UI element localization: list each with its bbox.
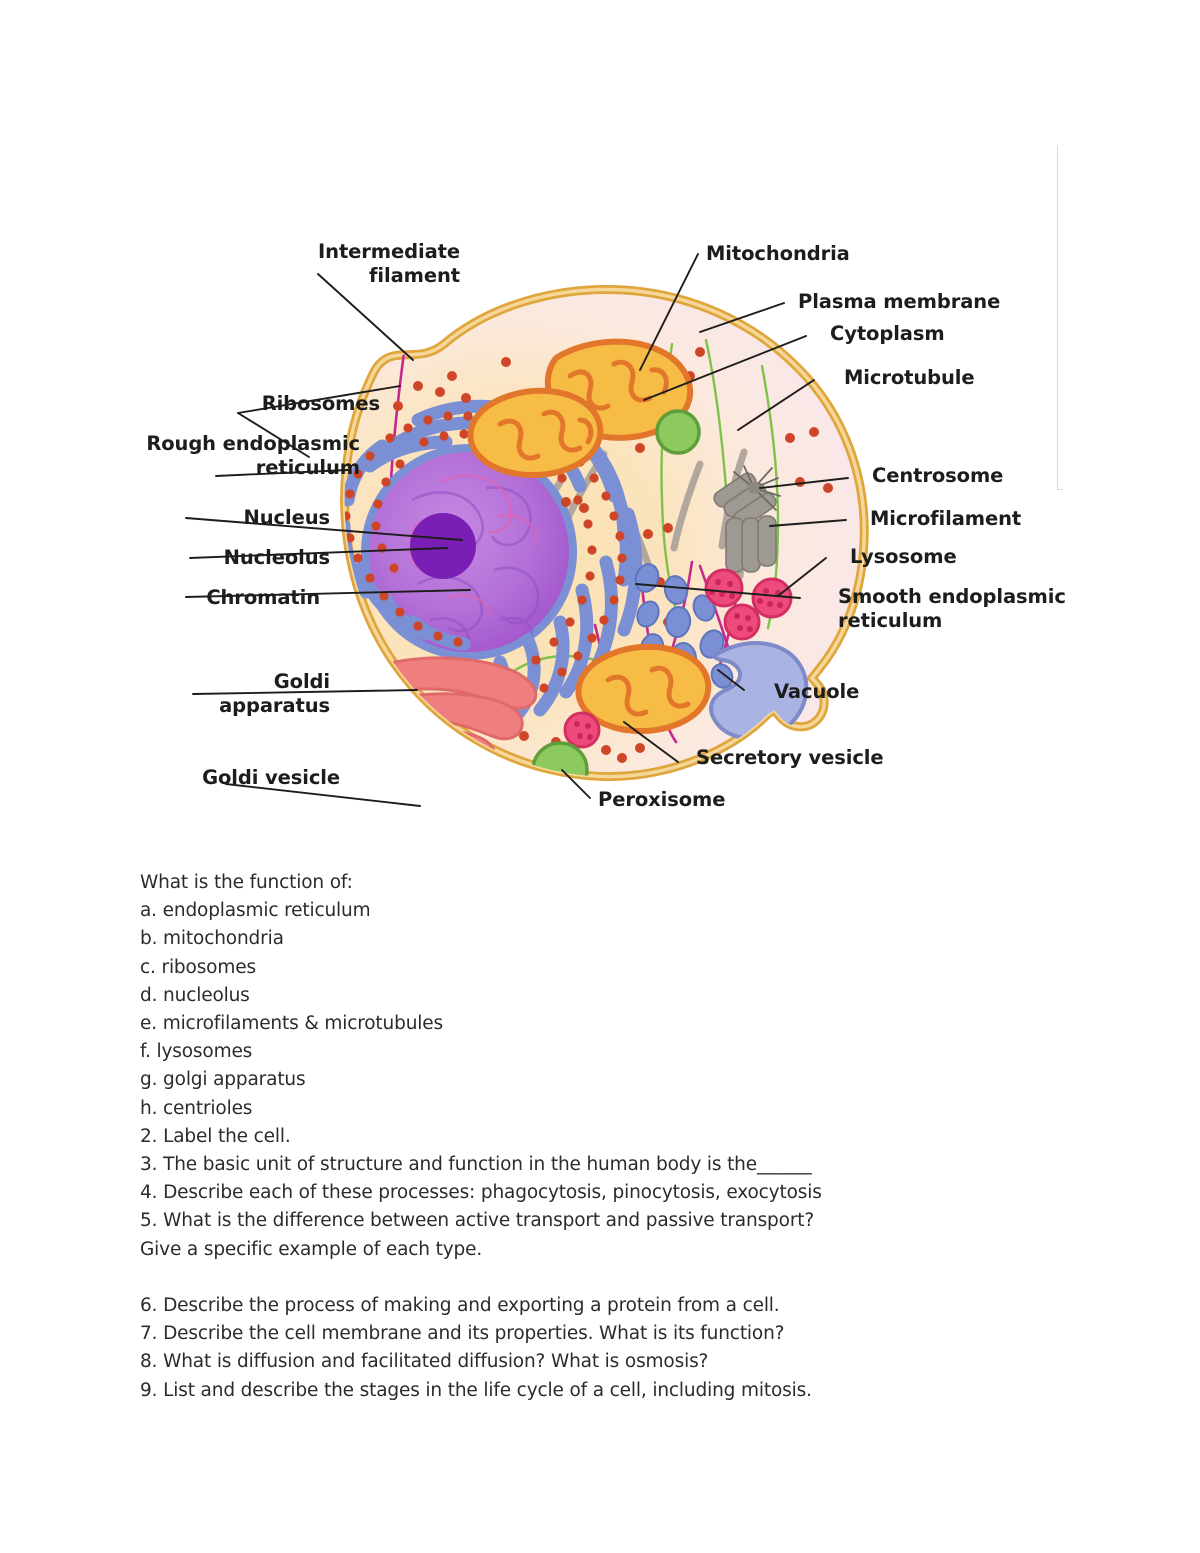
question-line: a. endoplasmic reticulum: [140, 900, 371, 922]
question-line: 2. Label the cell.: [140, 1125, 291, 1147]
vacuole-shape: [709, 641, 809, 741]
question-line: 5. What is the difference between active…: [140, 1210, 815, 1232]
peroxisome-shape-3: [655, 409, 701, 455]
peroxisome-shape-1: [482, 762, 534, 777]
animal-cell-figure: Intermediate filament Ribosomes Rough en…: [0, 170, 1100, 840]
lysosomes: [563, 568, 793, 749]
label-microtubule: Microtubule: [844, 366, 975, 389]
label-centrosome: Centrosome: [872, 464, 1004, 487]
question-line: d. nucleolus: [140, 984, 250, 1006]
centrosome: [713, 465, 781, 573]
question-line: 6. Describe the process of making and ex…: [140, 1295, 780, 1317]
question-line: Give a specific example of each type.: [140, 1238, 483, 1260]
leader-lines: [185, 253, 849, 807]
label-smooth-endoplasmic-reticulum: Smooth endoplasmic reticulum: [838, 585, 1066, 632]
chromatin-threads-pink: [408, 474, 538, 619]
label-secretory-vesicle: Secretory vesicle: [696, 746, 884, 769]
paragraph-gap: [140, 1264, 1040, 1292]
question-line: 9. List and describe the stages in the l…: [140, 1379, 812, 1401]
question-line: g. golgi apparatus: [140, 1069, 306, 1091]
question-line: c. ribosomes: [140, 956, 256, 978]
question-line: b. mitochondria: [140, 928, 284, 950]
label-lysosome: Lysosome: [850, 545, 957, 568]
label-mitochondria: Mitochondria: [706, 242, 850, 265]
questions-block: What is the function of: a. endoplasmic …: [140, 869, 1040, 1405]
label-vacuole: Vacuole: [774, 680, 860, 703]
label-goldi-apparatus: Goldi apparatus: [219, 670, 330, 717]
label-goldi-vesicle: Goldi vesicle: [202, 766, 340, 789]
label-nucleolus: Nucleolus: [223, 546, 330, 569]
question-line: What is the function of:: [140, 872, 353, 893]
label-microfilament: Microfilament: [870, 507, 1022, 530]
question-line: f. lysosomes: [140, 1041, 253, 1063]
label-peroxisome: Peroxisome: [598, 788, 726, 811]
question-line: 7. Describe the cell membrane and its pr…: [140, 1323, 785, 1345]
nucleus-shape: [361, 444, 577, 660]
label-intermediate-filament: Intermediate filament: [318, 240, 460, 287]
mitochondria-2: [467, 387, 604, 479]
nucleolus-shape: [410, 513, 476, 579]
question-line: 8. What is diffusion and facilitated dif…: [140, 1351, 709, 1373]
label-plasma-membrane: Plasma membrane: [798, 290, 1001, 313]
label-rough-endoplasmic-reticulum: Rough endoplasmic reticulum: [146, 432, 360, 479]
goldi-vesicle-shape: [407, 793, 441, 827]
mitochondria-3: [575, 643, 712, 735]
question-line: 4. Describe each of these processes: pha…: [140, 1182, 822, 1204]
page-border-rule: [1057, 145, 1063, 490]
question-line: 3. The basic unit of structure and funct…: [140, 1154, 812, 1176]
label-ribosomes: Ribosomes: [261, 392, 380, 415]
question-line: e. microfilaments & microtubules: [140, 1013, 443, 1035]
question-line: h. centrioles: [140, 1097, 253, 1119]
label-nucleus: Nucleus: [243, 506, 331, 529]
label-cytoplasm: Cytoplasm: [830, 322, 945, 345]
label-chromatin: Chromatin: [206, 586, 320, 609]
